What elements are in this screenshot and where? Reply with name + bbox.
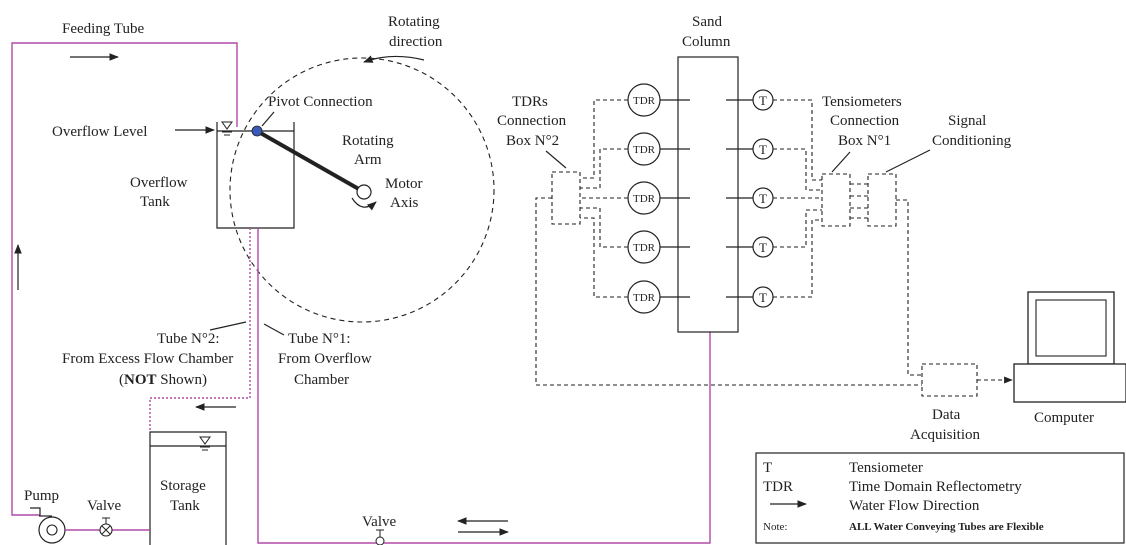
- tube1-label-2: From Overflow: [278, 351, 372, 367]
- tdr-sensor-3: TDR: [627, 181, 690, 215]
- tensiometer-5: T: [726, 286, 774, 308]
- pivot-connection-label: Pivot Connection: [268, 94, 373, 110]
- signal-label-1: Signal: [948, 113, 986, 129]
- tensiometer-label: T: [759, 240, 767, 255]
- pivot-pointer: [261, 111, 275, 127]
- pump-symbol: [30, 507, 66, 544]
- feeding-tube-label: Feeding Tube: [62, 21, 144, 37]
- data-acquisition-box: [921, 363, 978, 397]
- tdr-label: TDR: [633, 292, 656, 304]
- valve-bottom-label: Valve: [362, 514, 396, 530]
- tube-1: [257, 228, 711, 544]
- tube2-pointer: [209, 321, 247, 331]
- legend-note-label: Note:: [763, 521, 787, 533]
- tube-2: [149, 228, 251, 432]
- sand-column-label-2: Column: [682, 34, 731, 50]
- tdr-label: TDR: [633, 242, 656, 254]
- storage-tank-label-1: Storage: [160, 478, 206, 494]
- overflow-tank: [216, 122, 295, 229]
- valve-left-symbol: [99, 517, 113, 537]
- tube2-label-3: (NOT Shown): [119, 372, 207, 388]
- tdr-sensor-5: TDR: [627, 280, 690, 314]
- rotating-arm: [256, 129, 365, 194]
- tdr-box-pointer: [545, 150, 567, 169]
- tdr-label: TDR: [633, 95, 656, 107]
- data-acq-label-2: Acquisition: [910, 427, 980, 443]
- overflow-tank-label-1: Overflow: [130, 175, 188, 191]
- tdr-label: TDR: [633, 144, 656, 156]
- overflow-tank-label-2: Tank: [140, 194, 170, 210]
- rotating-direction-label-2: direction: [389, 34, 443, 50]
- storage-tank: [149, 431, 227, 545]
- legend-note-text: ALL Water Conveying Tubes are Flexible: [849, 521, 1044, 533]
- signal-label-2: Conditioning: [932, 133, 1012, 149]
- sand-column-label-1: Sand: [692, 14, 723, 30]
- rotating-arm-label-1: Rotating: [342, 133, 394, 149]
- legend-text-flow: Water Flow Direction: [849, 498, 980, 514]
- tensiometer-label: T: [759, 142, 767, 157]
- tens-box-label-2: Connection: [830, 113, 900, 129]
- signal-conditioning-box: [867, 173, 897, 227]
- tensiometer-label: T: [759, 290, 767, 305]
- storage-tank-label-2: Tank: [170, 498, 200, 514]
- tens-box-label-1: Tensiometers: [822, 94, 902, 110]
- pivot-connection: [251, 125, 263, 137]
- tdr-wiring: [535, 99, 922, 386]
- tube2-label-1: Tube N°2:: [157, 331, 220, 347]
- legend-sym-tdr: TDR: [763, 479, 793, 495]
- tdr-sensor-1: TDR: [627, 83, 690, 117]
- rotating-direction-arrow: [363, 55, 425, 63]
- tdr-label: TDR: [633, 193, 656, 205]
- tube2-label-2: From Excess Flow Chamber: [62, 351, 233, 367]
- legend-text-t: Tensiometer: [849, 460, 923, 476]
- motor-rotation-arrow: [351, 197, 377, 211]
- tdr-connection-box: [551, 171, 581, 225]
- data-acq-label-1: Data: [932, 407, 961, 423]
- computer-label: Computer: [1034, 410, 1094, 426]
- tensiometer-label: T: [759, 191, 767, 206]
- motor-axis: [356, 184, 372, 200]
- motor-axis-label-2: Axis: [390, 195, 419, 211]
- signal-pointer: [885, 149, 931, 173]
- feeding-tube: [11, 42, 238, 516]
- pump-label: Pump: [24, 488, 59, 504]
- rotating-arm-label-2: Arm: [354, 152, 382, 168]
- water-level-symbol-overflow: [221, 121, 233, 136]
- legend-sym-t: T: [763, 460, 772, 476]
- tdr-box-label-3: Box N°2: [506, 133, 559, 149]
- computer-icon: [1013, 291, 1126, 403]
- tens-box-pointer: [831, 151, 851, 173]
- valve-bottom-symbol: [375, 529, 385, 545]
- tube1-label-3: Chamber: [294, 372, 349, 388]
- motor-axis-label-1: Motor: [385, 176, 423, 192]
- tensiometer-label: T: [759, 93, 767, 108]
- tensiometer-2: T: [726, 138, 774, 160]
- tdr-sensor-4: TDR: [627, 230, 690, 264]
- tensiometer-connection-box: [821, 173, 851, 227]
- tube1-pointer: [263, 323, 285, 336]
- tube1-label-1: Tube N°1:: [288, 331, 351, 347]
- rotation-path: [229, 57, 495, 323]
- water-level-symbol-storage: [199, 436, 211, 451]
- tensiometer-wiring: [773, 99, 922, 376]
- tens-box-label-3: Box N°1: [838, 133, 891, 149]
- legend-box: [755, 452, 1125, 544]
- tdr-box-label-1: TDRs: [512, 94, 548, 110]
- tdr-sensor-2: TDR: [627, 132, 690, 166]
- rotating-direction-label-1: Rotating: [388, 14, 440, 30]
- tdr-box-label-2: Connection: [497, 113, 567, 129]
- sand-column: [677, 56, 739, 333]
- valve-left-label: Valve: [87, 498, 121, 514]
- legend-text-tdr: Time Domain Reflectometry: [849, 479, 1022, 495]
- overflow-level-label: Overflow Level: [52, 124, 147, 140]
